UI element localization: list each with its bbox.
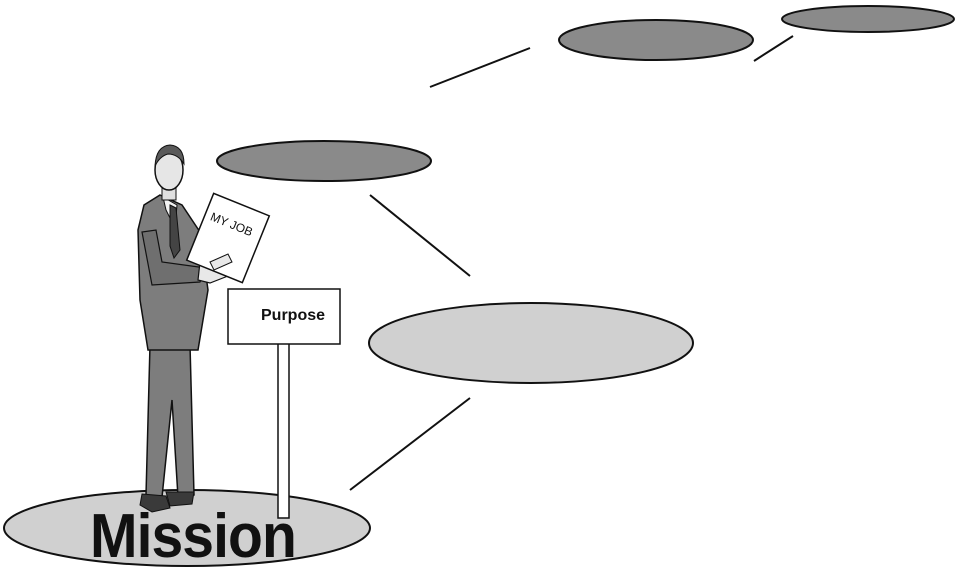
mission-label: Mission [90, 501, 296, 571]
purpose-sign-label: Purpose [261, 307, 325, 324]
connector-step4-to-step5 [753, 35, 794, 62]
platform-step-5 [781, 5, 955, 33]
my-job-paper: MY JOB [185, 192, 271, 284]
hand-fingers [209, 253, 233, 271]
connector-step2-to-step3 [369, 194, 471, 277]
signpost-board [227, 288, 341, 345]
platform-step-2 [368, 302, 694, 384]
connector-lines [349, 35, 794, 491]
platform-step-3 [216, 140, 432, 182]
connector-step3-to-step4 [429, 47, 531, 88]
connector-mission-to-step2 [349, 397, 471, 491]
platform-step-4 [558, 19, 754, 61]
purpose-signpost: Purpose [227, 288, 341, 519]
signpost-pole [277, 342, 290, 519]
